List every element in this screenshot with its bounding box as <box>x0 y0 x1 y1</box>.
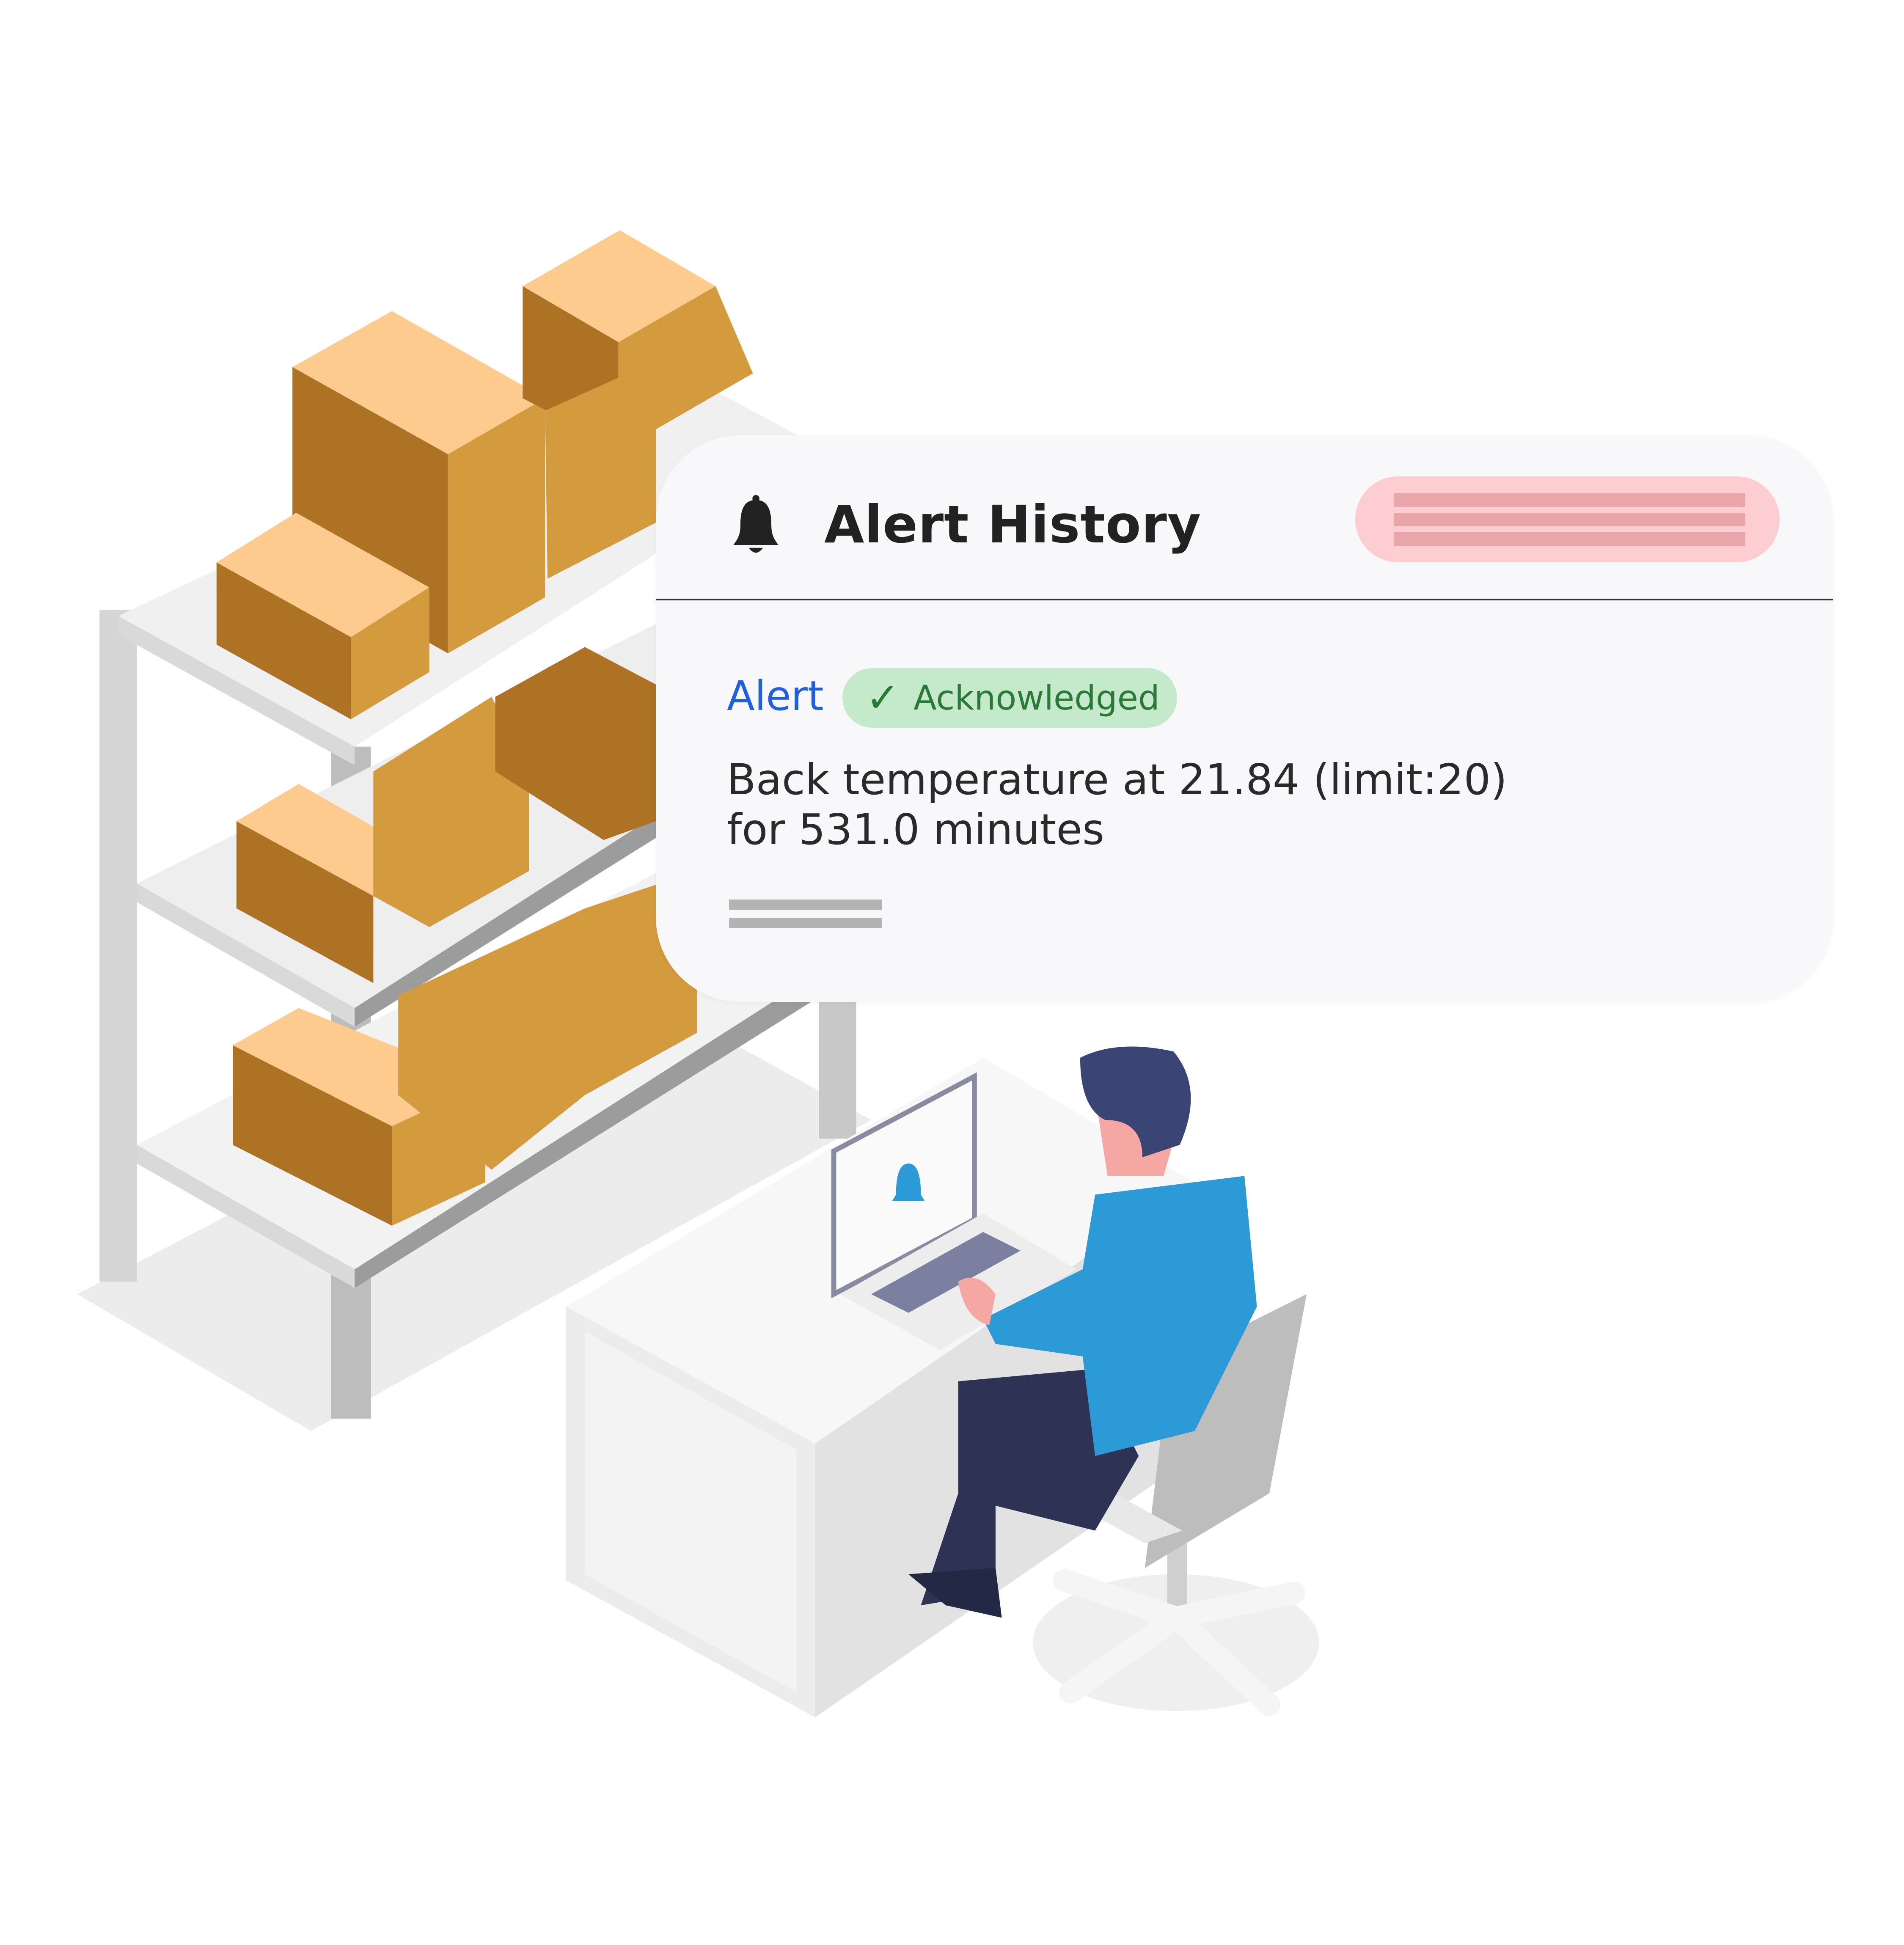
redacted-pill <box>1355 476 1780 562</box>
card-header: Alert History <box>656 435 1833 600</box>
pill-line <box>1394 513 1745 526</box>
card-title: Alert History <box>824 495 1202 555</box>
status-badge-label: Acknowledged <box>913 678 1160 718</box>
pill-line <box>1394 493 1745 507</box>
alert-history-card: Alert History Alert ✓ Acknowledged Back … <box>656 435 1833 1002</box>
cardboard-boxes <box>216 230 753 1226</box>
person <box>908 1046 1257 1618</box>
alert-message-line: for 531.0 minutes <box>727 805 1105 854</box>
placeholder-line <box>729 918 882 928</box>
status-badge: ✓ Acknowledged <box>842 668 1177 728</box>
pill-line <box>1394 532 1745 546</box>
placeholder-line <box>729 900 882 910</box>
laptop-bell-icon <box>892 1163 925 1201</box>
check-icon: ✓ <box>866 674 900 721</box>
alert-message-line: Back temperature at 21.84 (limit:20) <box>727 755 1508 804</box>
shelf-floor-shadow <box>77 995 871 1431</box>
bell-icon <box>733 495 779 553</box>
alert-message: Back temperature at 21.84 (limit:20) for… <box>727 755 1507 855</box>
alert-label[interactable]: Alert <box>727 672 824 720</box>
